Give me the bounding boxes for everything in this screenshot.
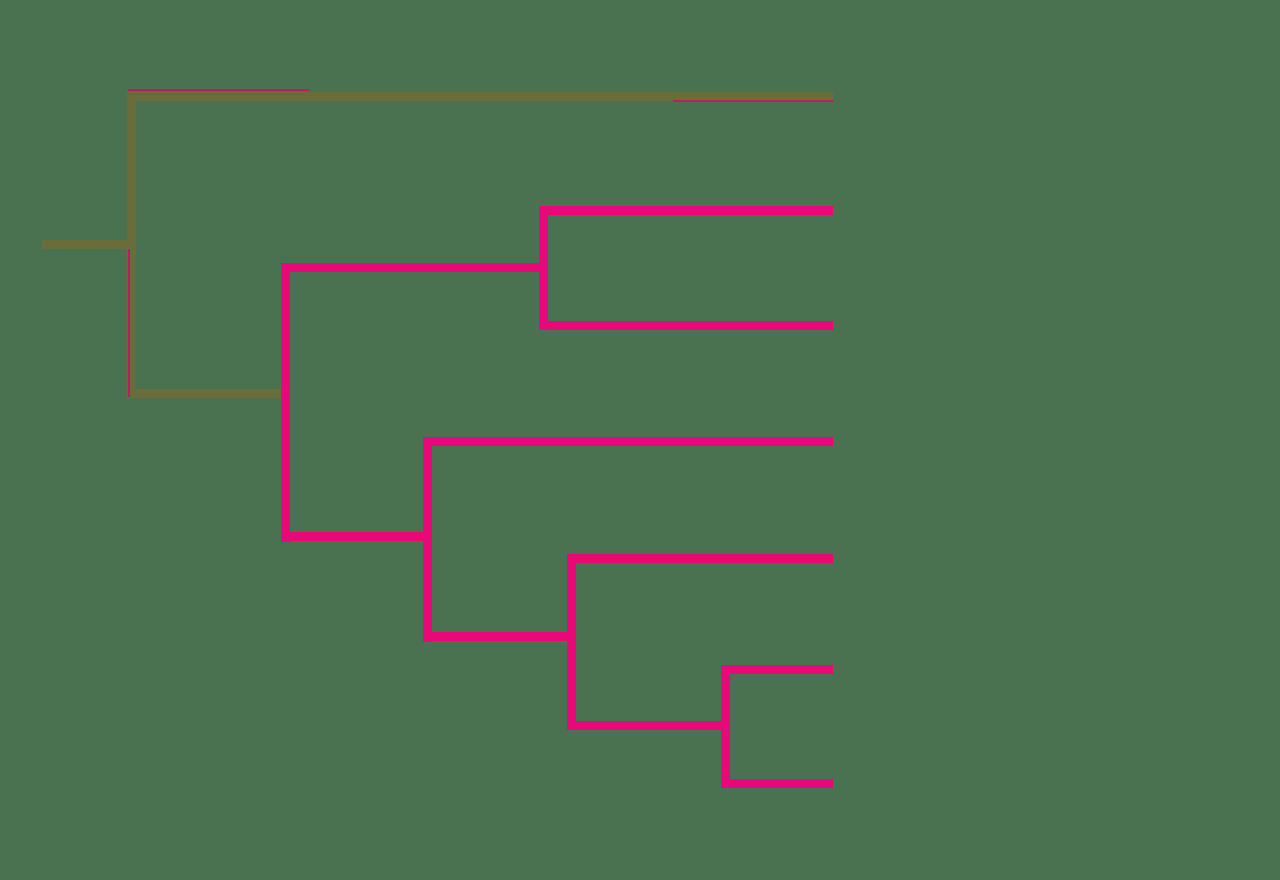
tip6-branch	[721, 665, 833, 674]
node4-branch	[281, 532, 432, 541]
tip7-branch	[721, 779, 833, 788]
node2-connector	[281, 263, 290, 542]
root-connector	[127, 92, 136, 398]
node6-branch	[567, 721, 730, 730]
root-branch	[42, 240, 136, 249]
tip3-branch	[539, 321, 833, 330]
node5-connector	[567, 554, 576, 730]
node2-branch	[127, 389, 281, 398]
node4-connector	[423, 437, 432, 642]
tip1-branch	[127, 92, 833, 101]
highlight-trace-top-right	[673, 100, 833, 102]
tip2-branch	[539, 206, 833, 215]
tip5-branch	[567, 554, 833, 563]
node5-branch	[423, 632, 576, 641]
node6-connector	[721, 665, 730, 788]
tip4-branch	[423, 437, 833, 446]
node3-branch	[281, 263, 547, 272]
node3-connector	[539, 206, 548, 330]
highlight-trace-top-left	[128, 89, 309, 91]
highlight-trace-root-vertical	[128, 249, 130, 397]
